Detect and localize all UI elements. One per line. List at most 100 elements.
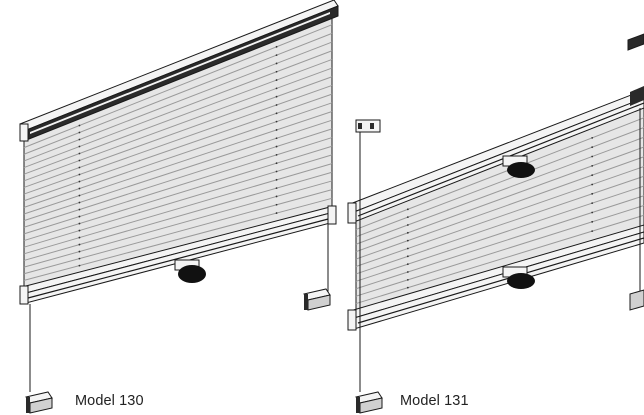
model-130-pleat-cord-dot xyxy=(78,264,81,267)
model-130-pleat-line xyxy=(23,189,333,275)
model-130-pleat-cord-dot xyxy=(78,180,81,183)
model-131-pleat-line xyxy=(355,127,644,238)
model-130-pleat-cord-dot xyxy=(78,201,81,204)
model-130-pleat-line xyxy=(23,102,333,208)
model-130-bottom-rail xyxy=(19,205,337,305)
model-131-pleat-line xyxy=(355,117,644,230)
model-130-pleat-line xyxy=(23,50,333,169)
model-130-pleat-line xyxy=(23,111,333,215)
model-130-pleat-cord-dot xyxy=(275,145,278,148)
model-130-illustration xyxy=(19,0,339,414)
model-130-pleat-cord-dot xyxy=(275,54,278,57)
model-131-illustration xyxy=(347,33,644,414)
model-131-caption: Model 131 xyxy=(400,393,469,409)
model-130-pleat-cord-dot xyxy=(78,229,81,232)
model-131-pleat-cord-dot xyxy=(591,155,594,158)
model-130-pleat-cord-dot xyxy=(78,243,81,246)
model-131-pleat-line xyxy=(355,185,644,282)
model-130-pleat-line xyxy=(23,32,333,155)
model-131-handle-top xyxy=(502,155,535,178)
model-130-pleats xyxy=(23,24,333,281)
model-130-pleat-cord-dot xyxy=(78,215,81,218)
model-130-pleat-cord-dot xyxy=(275,62,278,65)
model-130-pleat-cord-dot xyxy=(78,257,81,260)
model-131-pleat-cord-dot xyxy=(406,278,409,281)
model-130-pleat-line xyxy=(23,128,333,228)
model-131-pleat-cord-dot xyxy=(591,202,594,205)
model-131-pleat-line xyxy=(355,214,644,305)
model-131-cord-weight-left xyxy=(355,391,383,414)
model-130-cord-weight-left xyxy=(25,391,53,414)
model-130-pleat-cord-dot xyxy=(78,173,81,176)
model-130-pleat-line xyxy=(23,154,333,248)
model-130-pleat-cord-dot xyxy=(275,70,278,73)
model-131-pleat-cord-dot xyxy=(406,224,409,226)
model-130-pleat-cord-dot xyxy=(78,166,81,169)
model-130-pleat-cord-dot xyxy=(275,170,278,173)
model-131-pleat-cord-dot xyxy=(591,136,594,139)
model-130-pleat-cord-dot xyxy=(78,187,81,190)
model-130-pleat-cord-dot xyxy=(275,137,278,140)
model-130-pleat-line xyxy=(23,171,333,261)
model-130-pleat-cord-dot xyxy=(78,250,81,253)
model-131-pleat-cord-dot xyxy=(406,286,409,289)
model-130-caption: Model 130 xyxy=(75,393,144,409)
model-130-pleat-cord-dot xyxy=(275,129,278,131)
model-131-pleats xyxy=(355,117,644,305)
model-130-pleat-line xyxy=(23,180,333,268)
model-130-pleat-cord-dot xyxy=(275,104,278,106)
model-130-pleat-cord-dot xyxy=(78,131,81,134)
model-131-pleat-cord-dot xyxy=(591,164,594,167)
model-130-handle xyxy=(174,259,206,283)
model-131-pleat-line xyxy=(355,156,644,260)
model-131-pleat-cord-dot xyxy=(406,271,409,273)
model-131-middle-rail xyxy=(347,86,644,224)
model-131-pleat-cord-dot xyxy=(591,211,594,214)
model-130-pleat-cord-dot xyxy=(275,87,278,90)
model-130-pleat-line xyxy=(23,67,333,182)
model-130-headrail xyxy=(19,0,339,142)
model-130-pleat-line xyxy=(23,41,333,162)
model-131-pleat-line xyxy=(355,175,644,275)
model-131-pleat-cord-dot xyxy=(406,231,409,234)
model-130-pleat-line xyxy=(23,24,333,149)
model-130-pleat-cord-dot xyxy=(275,79,278,81)
model-131-pleat-cord-dot xyxy=(406,263,409,266)
model-130-pleat-cord-dot xyxy=(275,187,278,190)
model-131-pleat-line xyxy=(355,136,644,245)
model-130-pleat-cord-dot xyxy=(275,203,278,206)
model-130-pleat-cord-dot xyxy=(78,222,81,225)
model-131-pleat-line xyxy=(355,146,644,253)
model-130-pleat-line xyxy=(23,119,333,222)
model-131-handle-bottom xyxy=(502,266,535,289)
model-131-pleat-cord-dot xyxy=(591,174,594,177)
model-130-pleat-cord-dot xyxy=(275,212,278,214)
model-131-pleat-cord-dot xyxy=(591,192,594,195)
model-130-pleat-cord-dot xyxy=(275,120,278,123)
model-130-pleat-cord-dot xyxy=(275,95,278,98)
model-130-pleat-cord-dot xyxy=(275,45,278,48)
model-131-pleat-cord-dot xyxy=(406,208,409,211)
model-130-pleat-cord-dot xyxy=(275,112,278,115)
model-130-pleat-cord-dot xyxy=(78,152,81,155)
model-131-pleat-cord-dot xyxy=(591,146,594,149)
model-130-pleat-line xyxy=(23,58,333,175)
model-130-pleat-cord-dot xyxy=(78,138,81,141)
model-131-pleat-line xyxy=(355,195,644,290)
model-131-pleat-cord-dot xyxy=(406,216,409,219)
model-130-pleat-line xyxy=(23,197,333,281)
model-130-pleat-cord-dot xyxy=(78,145,81,148)
model-130-pleat-cord-dot xyxy=(78,124,81,127)
model-130-cord-weight-right xyxy=(303,288,331,311)
model-131-pleat-cord-dot xyxy=(406,247,409,250)
model-130-pleat-cord-dot xyxy=(275,195,278,198)
model-130-pleat-line xyxy=(23,93,333,202)
model-131-pleat-cord-dot xyxy=(591,220,594,223)
model-130-pleat-cord-dot xyxy=(275,153,278,156)
model-130-pleat-cord-dot xyxy=(78,194,81,197)
model-130-pleat-line xyxy=(23,145,333,242)
model-130-pleat-line xyxy=(23,84,333,195)
model-130-pleat-line xyxy=(23,137,333,235)
model-131-pleat-cord-dot xyxy=(406,239,409,242)
